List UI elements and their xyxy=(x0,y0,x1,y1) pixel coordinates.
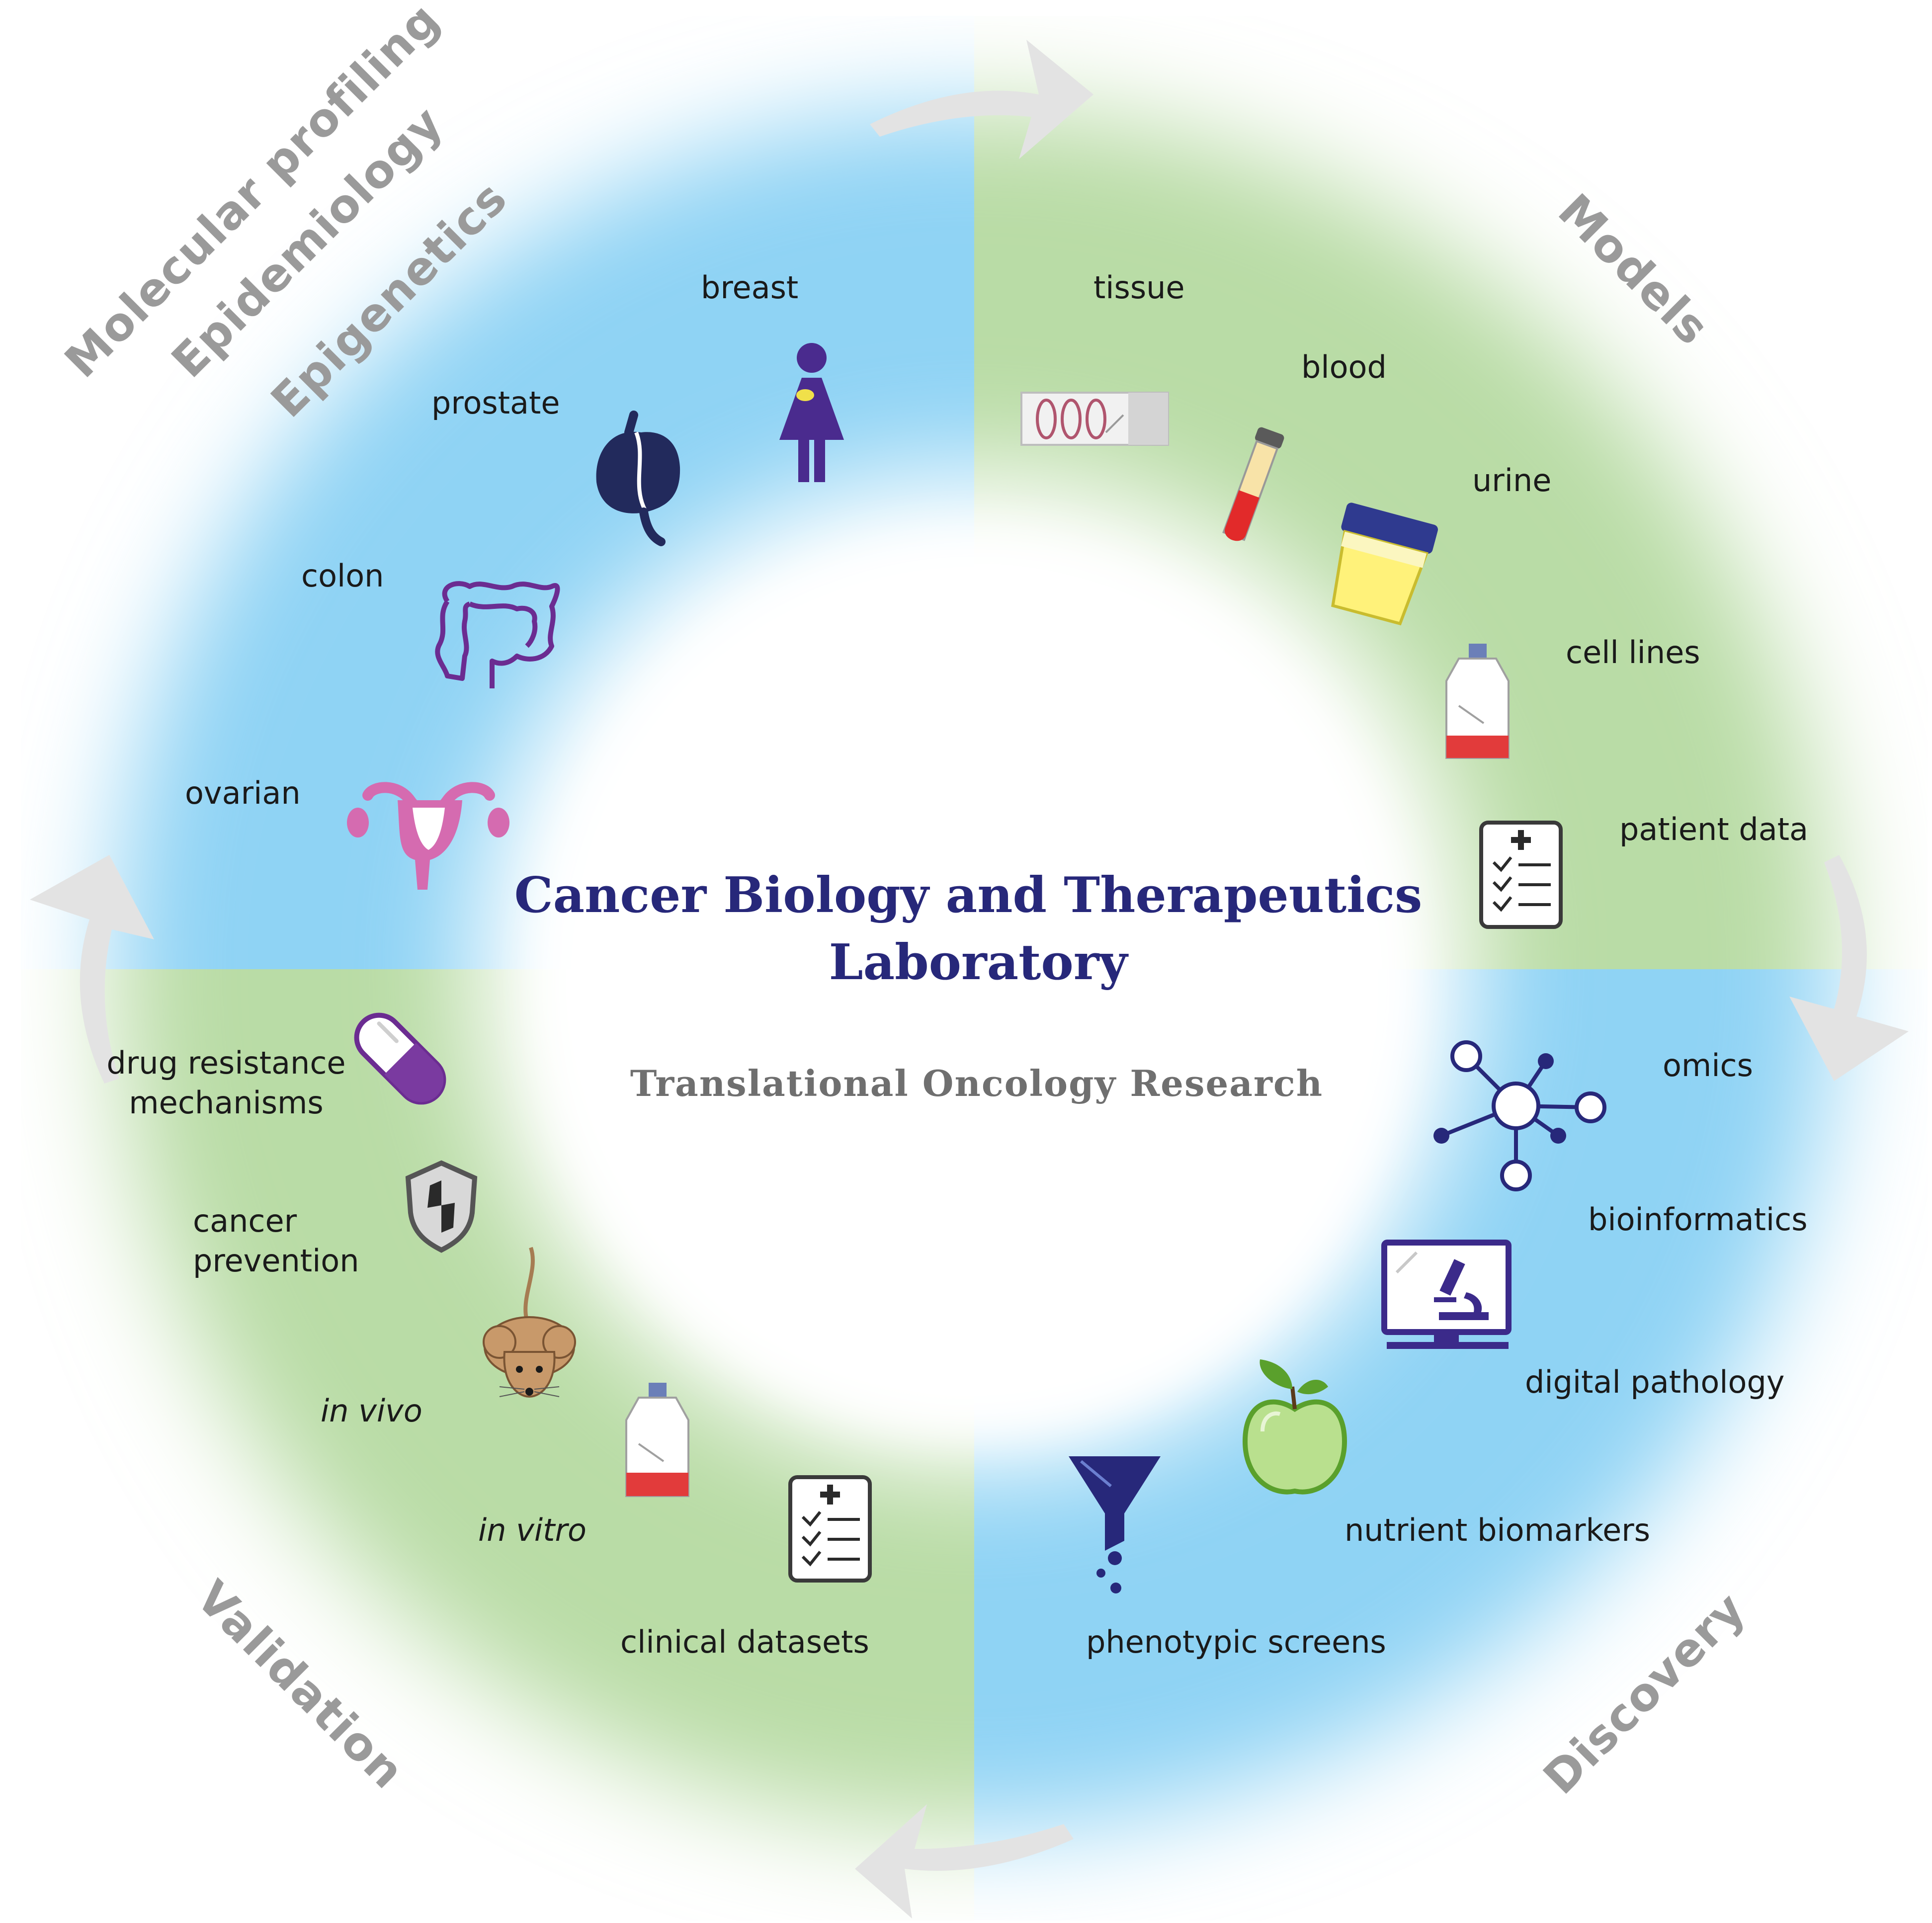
mouse-icon xyxy=(483,1247,576,1398)
main-title-line1: Cancer Biology and Therapeutics xyxy=(514,867,1423,924)
shield-icon xyxy=(405,1160,478,1253)
label-in-vivo: in vivo xyxy=(321,1393,422,1429)
pill-capsule-icon xyxy=(354,1012,446,1105)
colon-icon xyxy=(435,581,560,688)
label-prostate: prostate xyxy=(431,385,560,421)
uterus-icon xyxy=(347,782,509,890)
label-in-vitro: in vitro xyxy=(478,1512,587,1548)
patient-data-clipboard-icon xyxy=(1479,821,1563,929)
in-vitro-flask-icon xyxy=(625,1383,689,1497)
center-titles: Cancer Biology and Therapeutics Laborato… xyxy=(514,867,1423,1104)
main-title-line2: Laboratory xyxy=(829,934,1129,991)
subtitle: Translational Oncology Research xyxy=(630,1062,1323,1104)
label-drug-resistance-1: drug resistance xyxy=(106,1045,345,1081)
label-digital-pathology: digital pathology xyxy=(1525,1364,1785,1400)
label-omics: omics xyxy=(1663,1047,1753,1084)
prostate-icon xyxy=(596,411,680,546)
corner-title-models: Models xyxy=(1548,184,1719,355)
label-urine: urine xyxy=(1472,462,1551,499)
label-breast: breast xyxy=(701,269,798,306)
digital-pathology-monitor-icon xyxy=(1381,1240,1512,1349)
item-labels: breast prostate colon ovarian tissue blo… xyxy=(106,269,1808,1660)
tissue-slide-icon xyxy=(1020,392,1169,446)
arrow-right-icon xyxy=(1789,855,1909,1081)
cell-culture-flask-icon xyxy=(1445,644,1510,759)
center-white xyxy=(542,539,1407,1434)
label-cancer-prevention-1: cancer xyxy=(193,1203,297,1239)
corner-title-discovery: Discovery xyxy=(1533,1582,1756,1805)
label-ovarian: ovarian xyxy=(185,775,301,811)
clinical-datasets-clipboard-icon xyxy=(788,1475,872,1583)
label-cell-lines: cell lines xyxy=(1566,634,1700,670)
label-bioinformatics: bioinformatics xyxy=(1588,1201,1808,1238)
label-cancer-prevention-2: prevention xyxy=(193,1243,359,1279)
cycle-arrows xyxy=(30,40,1909,1919)
arrow-bottom-icon xyxy=(855,1804,1074,1919)
label-nutrient-biomarkers: nutrient biomarkers xyxy=(1344,1512,1650,1548)
label-blood: blood xyxy=(1301,349,1387,385)
arrow-left-icon xyxy=(30,855,154,1084)
corner-title-validation: Validation xyxy=(186,1571,415,1799)
label-drug-resistance-2: mechanisms xyxy=(129,1085,323,1121)
label-colon: colon xyxy=(301,558,384,594)
omics-network-icon xyxy=(1433,1040,1606,1191)
urine-cup-icon xyxy=(1331,502,1438,626)
funnel-icon xyxy=(1069,1456,1161,1593)
woman-figure-icon xyxy=(779,343,844,482)
apple-icon xyxy=(1242,1359,1347,1495)
arrow-top-icon xyxy=(870,40,1093,159)
label-phenotypic-screens: phenotypic screens xyxy=(1086,1624,1386,1660)
blood-tube-icon xyxy=(1222,427,1284,541)
label-clinical-datasets: clinical datasets xyxy=(620,1624,869,1660)
ring-quadrants xyxy=(114,109,1834,1829)
label-patient-data: patient data xyxy=(1619,811,1808,847)
microscope-icon xyxy=(1434,1259,1489,1320)
label-tissue: tissue xyxy=(1093,269,1185,306)
